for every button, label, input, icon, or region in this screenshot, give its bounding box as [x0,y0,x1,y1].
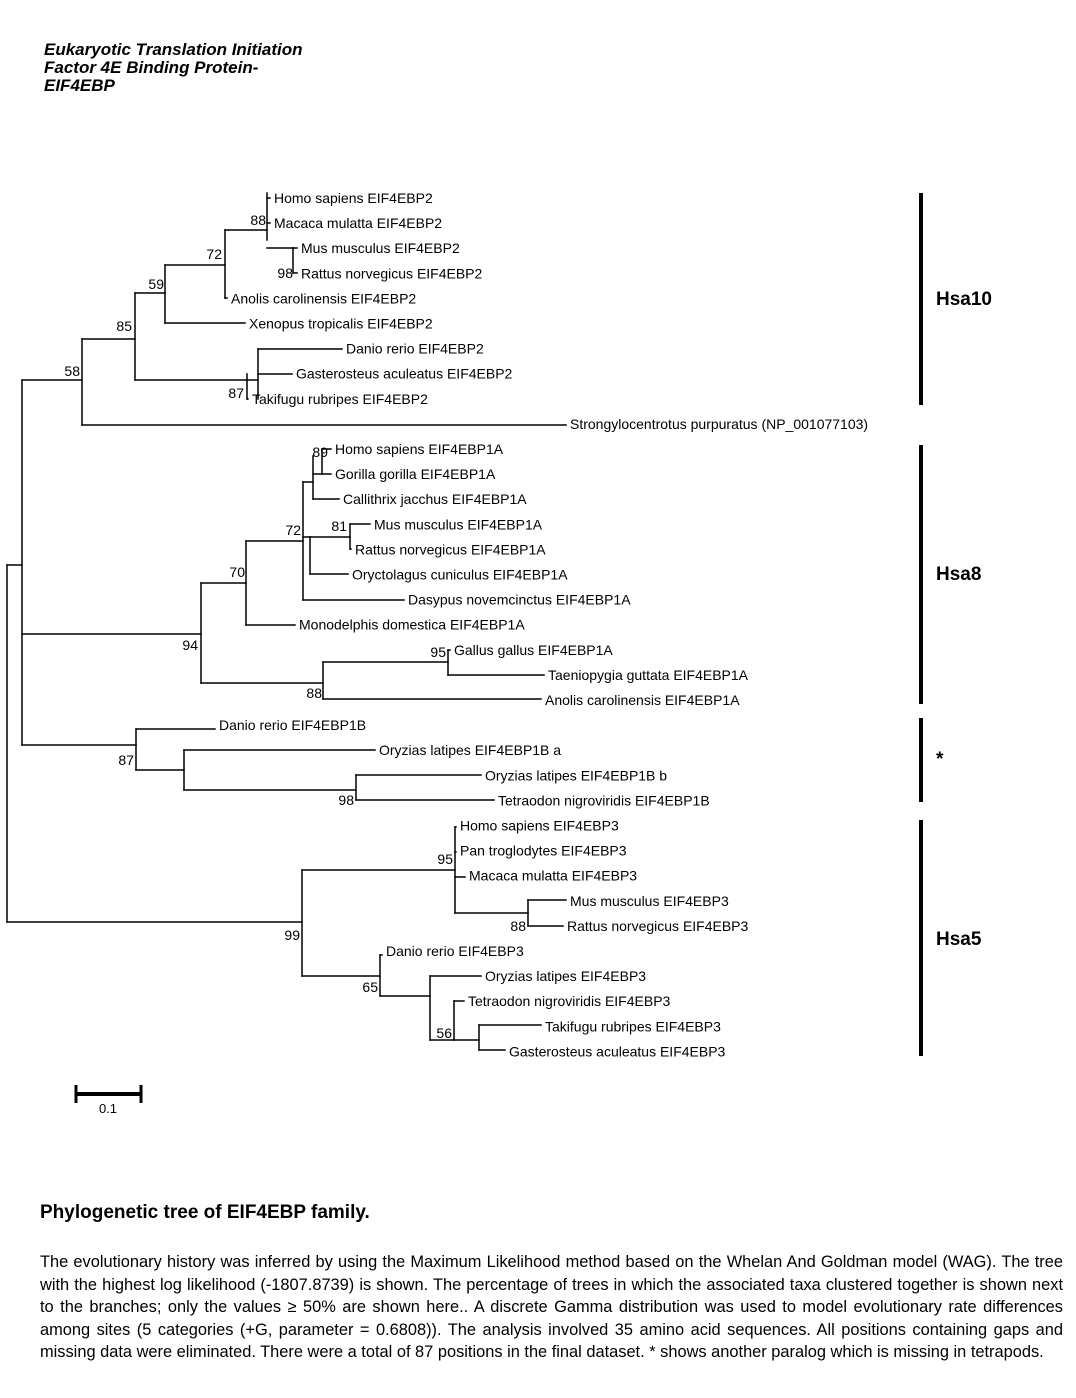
tree-branches [6,192,567,1051]
taxon-label: Oryctolagus cuniculus EIF4EBP1A [352,567,568,583]
taxon-label: Rattus norvegicus EIF4EBP3 [567,918,749,934]
taxon-label: Strongylocentrotus purpuratus (NP_001077… [570,416,868,432]
group-label: Hsa8 [936,564,981,585]
caption-body: The evolutionary history was inferred by… [40,1253,1063,1362]
taxon-label: Oryzias latipes EIF4EBP1B a [379,742,561,758]
bootstrap-value: 88 [306,685,322,701]
taxon-label: Rattus norvegicus EIF4EBP2 [301,265,483,281]
taxon-label: Gallus gallus EIF4EBP1A [454,642,613,658]
taxon-label: Anolis carolinensis EIF4EBP2 [231,290,416,306]
figure-title: Eukaryotic Translation Initiation Factor… [44,41,303,95]
bootstrap-value: 99 [284,927,300,943]
bootstrap-labels: 88 98 72 59 85 87 58 89 81 72 70 95 88 94 98 87 95 88 56 65… [64,212,526,1041]
taxon-label: Dasypus novemcinctus EIF4EBP1A [408,592,631,608]
taxon-label: Mus musculus EIF4EBP1A [374,516,543,532]
scale-bar-label: 0.1 [99,1101,117,1116]
taxon-label: Danio rerio EIF4EBP2 [346,341,484,357]
taxon-label: Mus musculus EIF4EBP3 [570,893,729,909]
group-label: Hsa5 [936,929,982,950]
title-line-2: Factor 4E Binding Protein- [44,58,259,77]
bootstrap-value: 88 [510,918,526,934]
bootstrap-value: 65 [362,979,378,995]
taxon-label: Danio rerio EIF4EBP3 [386,943,524,959]
taxon-label: Homo sapiens EIF4EBP2 [274,190,433,206]
taxon-label: Callithrix jacchus EIF4EBP1A [343,491,527,507]
taxon-label: Xenopus tropicalis EIF4EBP2 [249,316,433,332]
taxon-label: Rattus norvegicus EIF4EBP1A [355,541,546,557]
bootstrap-value: 58 [64,363,80,379]
bootstrap-value: 70 [229,564,245,580]
taxon-label: Takifugu rubripes EIF4EBP2 [252,391,428,407]
bootstrap-value: 81 [331,518,347,534]
taxon-label: Oryzias latipes EIF4EBP3 [485,968,646,984]
bootstrap-value: 98 [277,265,293,281]
taxon-label: Mus musculus EIF4EBP2 [301,240,460,256]
taxon-label: Taeniopygia guttata EIF4EBP1A [548,667,749,683]
taxon-label: Monodelphis domestica EIF4EBP1A [299,617,525,633]
bootstrap-value: 72 [285,522,301,538]
bootstrap-value: 59 [148,276,164,292]
bootstrap-value: 72 [206,246,222,262]
bootstrap-value: 94 [182,637,198,653]
bootstrap-value: 98 [338,792,354,808]
bootstrap-value: 87 [228,385,244,401]
taxon-label: Danio rerio EIF4EBP1B [219,717,366,733]
taxon-label: Pan troglodytes EIF4EBP3 [460,843,627,859]
bootstrap-value: 85 [116,318,132,334]
taxon-label: Tetraodon nigroviridis EIF4EBP1B [498,792,710,808]
bootstrap-value: 88 [250,212,266,228]
taxon-label: Macaca mulatta EIF4EBP2 [274,215,442,231]
taxon-label: Macaca mulatta EIF4EBP3 [469,868,637,884]
bootstrap-value: 87 [118,752,134,768]
title-line-1: Eukaryotic Translation Initiation [44,40,303,59]
taxon-label: Anolis carolinensis EIF4EBP1A [545,692,740,708]
taxon-label: Gasterosteus aculeatus EIF4EBP2 [296,366,513,382]
bootstrap-value: 95 [430,644,446,660]
taxon-label: Homo sapiens EIF4EBP3 [460,818,619,834]
bootstrap-value: 95 [437,851,453,867]
group-label: Hsa10 [936,289,992,310]
bootstrap-value: 89 [312,444,328,460]
taxon-label: Gasterosteus aculeatus EIF4EBP3 [509,1043,726,1059]
taxon-label: Gorilla gorilla EIF4EBP1A [335,466,496,482]
taxon-label: Homo sapiens EIF4EBP1A [335,441,504,457]
taxon-label: Takifugu rubripes EIF4EBP3 [545,1018,721,1034]
bootstrap-value: 56 [436,1025,452,1041]
scale-bar: 0.1 [74,1085,143,1116]
group-label: * [936,749,944,770]
taxon-label: Tetraodon nigroviridis EIF4EBP3 [468,993,671,1009]
taxon-label: Oryzias latipes EIF4EBP1B b [485,767,667,783]
title-line-3: EIF4EBP [44,76,115,95]
caption-title: Phylogenetic tree of EIF4EBP family. [40,1202,370,1223]
